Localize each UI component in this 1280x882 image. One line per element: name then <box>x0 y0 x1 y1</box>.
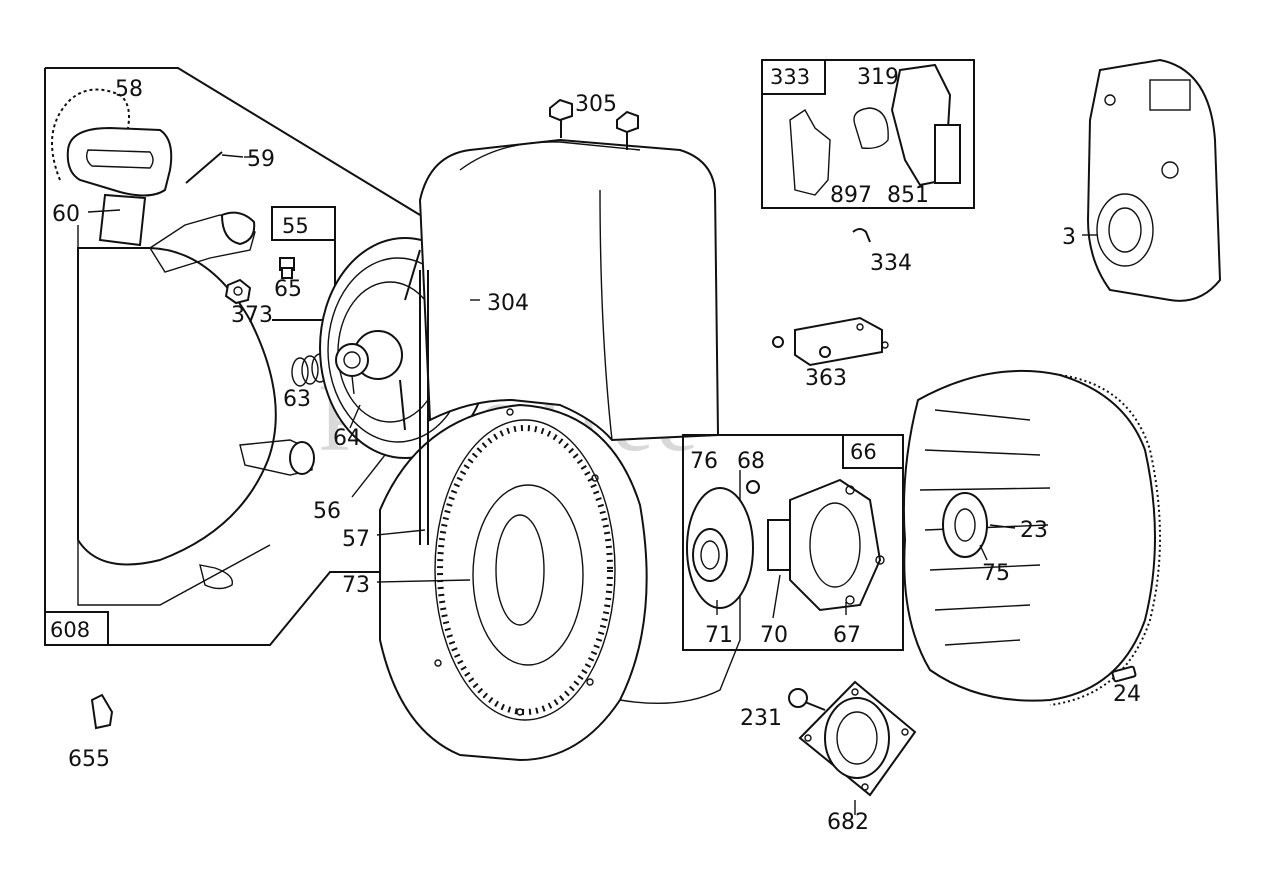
rotating-screen <box>379 403 741 762</box>
rope-57 <box>419 270 429 545</box>
callout-55: 55 <box>282 214 309 238</box>
kit-333-box <box>761 59 975 209</box>
callout-373: 373 <box>231 303 273 328</box>
key-24 <box>1111 665 1137 683</box>
callout-58: 58 <box>115 77 143 102</box>
bracket-363 <box>772 316 889 367</box>
callout-63: 63 <box>283 387 311 412</box>
callout-56: 56 <box>313 499 341 524</box>
callout-57: 57 <box>342 527 370 552</box>
screws-305 <box>549 98 639 150</box>
callout-labels: 58 59 60 55 65 373 63 64 56 57 73 608 65… <box>50 65 1141 835</box>
screw-231 <box>788 688 826 711</box>
callout-897: 897 <box>830 183 872 208</box>
gasket-682 <box>798 680 917 797</box>
group-55-label-box <box>271 206 336 241</box>
starter-housing <box>77 211 315 590</box>
callout-76: 76 <box>690 449 718 474</box>
callout-334: 334 <box>870 251 912 276</box>
callout-3: 3 <box>1062 225 1076 250</box>
group-608-top-border <box>45 67 421 216</box>
starter-handle <box>51 88 173 247</box>
callout-304: 304 <box>487 291 529 316</box>
group-608-bottom-border <box>45 571 380 646</box>
callout-65: 65 <box>274 277 302 302</box>
callout-851: 851 <box>887 183 929 208</box>
callout-75: 75 <box>982 561 1010 586</box>
kit-66-box <box>682 434 904 651</box>
callout-70: 70 <box>760 623 788 648</box>
callout-608: 608 <box>50 618 90 642</box>
nut-373 <box>224 278 252 305</box>
callout-24: 24 <box>1113 682 1141 707</box>
screw-65 <box>279 257 295 279</box>
callout-305: 305 <box>575 92 617 117</box>
callout-71: 71 <box>705 623 733 648</box>
clip-334 <box>852 228 871 243</box>
callout-363: 363 <box>805 366 847 391</box>
callout-64: 64 <box>333 426 361 451</box>
callout-333: 333 <box>770 65 810 89</box>
callout-73: 73 <box>342 573 370 598</box>
callout-66: 66 <box>850 440 877 464</box>
callout-67: 67 <box>833 623 861 648</box>
callout-60: 60 <box>52 202 80 227</box>
callout-682: 682 <box>827 810 869 835</box>
blower-housing <box>418 138 720 442</box>
callout-231: 231 <box>740 706 782 731</box>
callout-59: 59 <box>247 147 275 172</box>
pin-59 <box>185 151 244 184</box>
leader-lines <box>87 156 1098 815</box>
group-608-label-box <box>44 611 109 646</box>
part-655 <box>90 693 114 730</box>
cylinder-3 <box>1086 58 1222 302</box>
callout-655: 655 <box>68 747 110 772</box>
callout-68: 68 <box>737 449 765 474</box>
callout-319: 319 <box>857 65 899 90</box>
callout-23: 23 <box>1020 518 1048 543</box>
flywheel <box>902 369 1161 706</box>
